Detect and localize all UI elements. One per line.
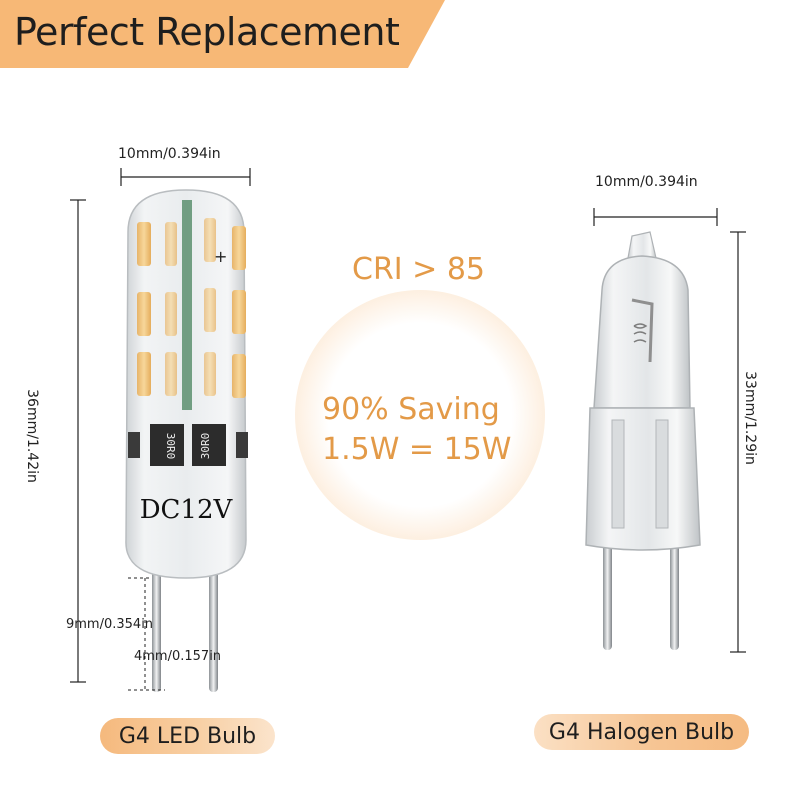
saving-label: 90% Saving [322,392,500,427]
halogen-pinch-base [585,407,701,551]
filament [631,298,654,363]
halogen-bulb-name-label: G4 Halogen Bulb [534,714,749,750]
halogen-tip [627,231,657,259]
polarity-mark: + [214,247,227,266]
led-pcb-strip [182,200,192,410]
led-pin-spacing-label: 4mm/0.157in [134,649,222,664]
halogen-pin-right [670,540,679,650]
center-glow-circle [295,290,545,540]
resistor-right [192,424,226,466]
led-pin-left [152,560,161,692]
voltage-marking: DC12V [140,495,234,525]
banner-title: Perfect Replacement [14,10,400,54]
led-bulb: + 30R0 30R0 DC12V [70,168,251,692]
led-pin-right [209,560,218,692]
led-height-label: 36mm/1.42in [23,389,40,483]
halogen-pin-left [603,540,612,650]
led-width-label: 10mm/0.394in [118,146,221,162]
solder-pad-left [128,432,140,458]
wattage-equivalence-label: 1.5W = 15W [322,432,512,467]
solder-pad-right [236,432,248,458]
header-banner: Perfect Replacement [0,0,445,68]
banner-shape [0,0,445,68]
led-pin-length-label: 9mm/0.354in [66,617,154,632]
resistor-marking-right: 30R0 [199,433,212,460]
cri-label: CRI > 85 [352,252,486,287]
resistor-marking-left: 30R0 [164,433,177,460]
resistor-left [150,424,184,466]
halogen-width-label: 10mm/0.394in [595,174,698,190]
led-bulb-name-label: G4 LED Bulb [100,718,275,754]
halogen-height-label: 33mm/1.29in [741,371,758,465]
led-chips [137,218,246,398]
halogen-bulb [585,208,746,653]
